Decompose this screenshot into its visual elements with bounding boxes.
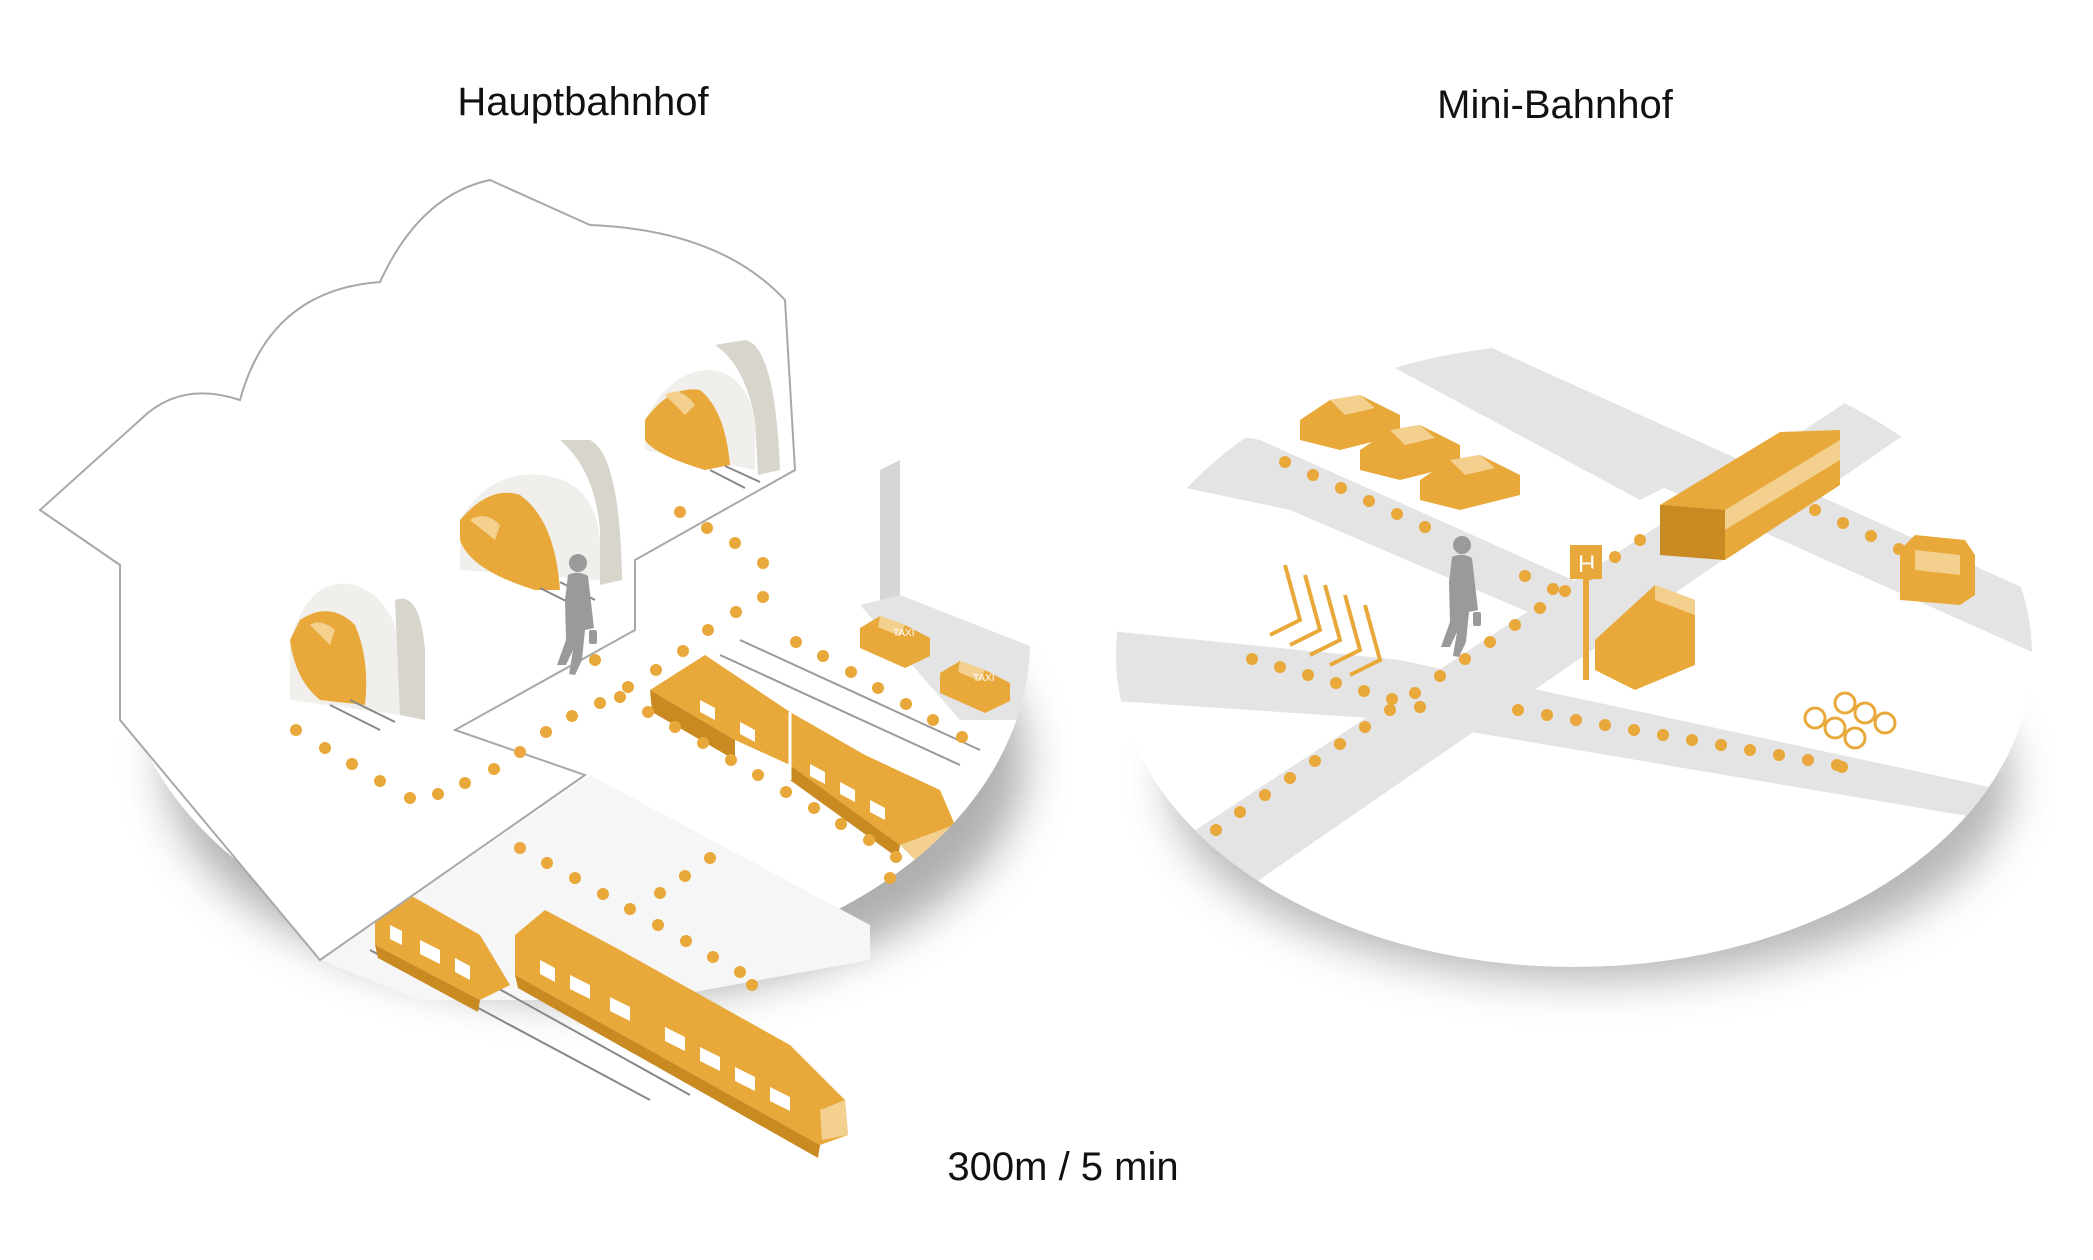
street-wall [880,460,900,605]
arch-3 [645,340,780,475]
walking-route-dots-right [1210,456,1905,836]
arch-1 [290,583,425,720]
taxi-1: TAXI [860,616,930,668]
mini-bahnhof-scene: H [1116,343,2032,980]
shuttle [1900,535,1975,605]
taxi-5 [1420,455,1520,510]
hauptbahnhof-scene: TAXI TAXI [38,178,1030,1158]
walking-person [557,554,597,675]
distance-caption: 300m / 5 min [947,1145,1179,1189]
hauptbahnhof-title: Hauptbahnhof [457,80,709,124]
taxi-sign: TAXI [893,628,914,639]
road [1380,343,1680,500]
taxi-4 [1360,425,1460,480]
taxi-sign: TAXI [973,673,994,684]
arch-2 [460,440,622,590]
bus [1660,430,1840,560]
tram-right [650,655,955,860]
e-scooters [1269,564,1383,677]
taxi-2: TAXI [940,661,1010,713]
track [739,639,981,751]
station-building [38,178,797,962]
bikes [1803,691,1897,750]
road [1116,410,1640,660]
lower-tram-2 [515,910,848,1158]
mini-bahnhof-title: Mini-Bahnhof [1437,83,1673,127]
lower-tram-1 [375,895,510,1012]
walking-route-dots [290,506,968,991]
track [719,654,961,766]
taxi-3 [1300,395,1400,450]
walking-person-right [1441,536,1481,657]
